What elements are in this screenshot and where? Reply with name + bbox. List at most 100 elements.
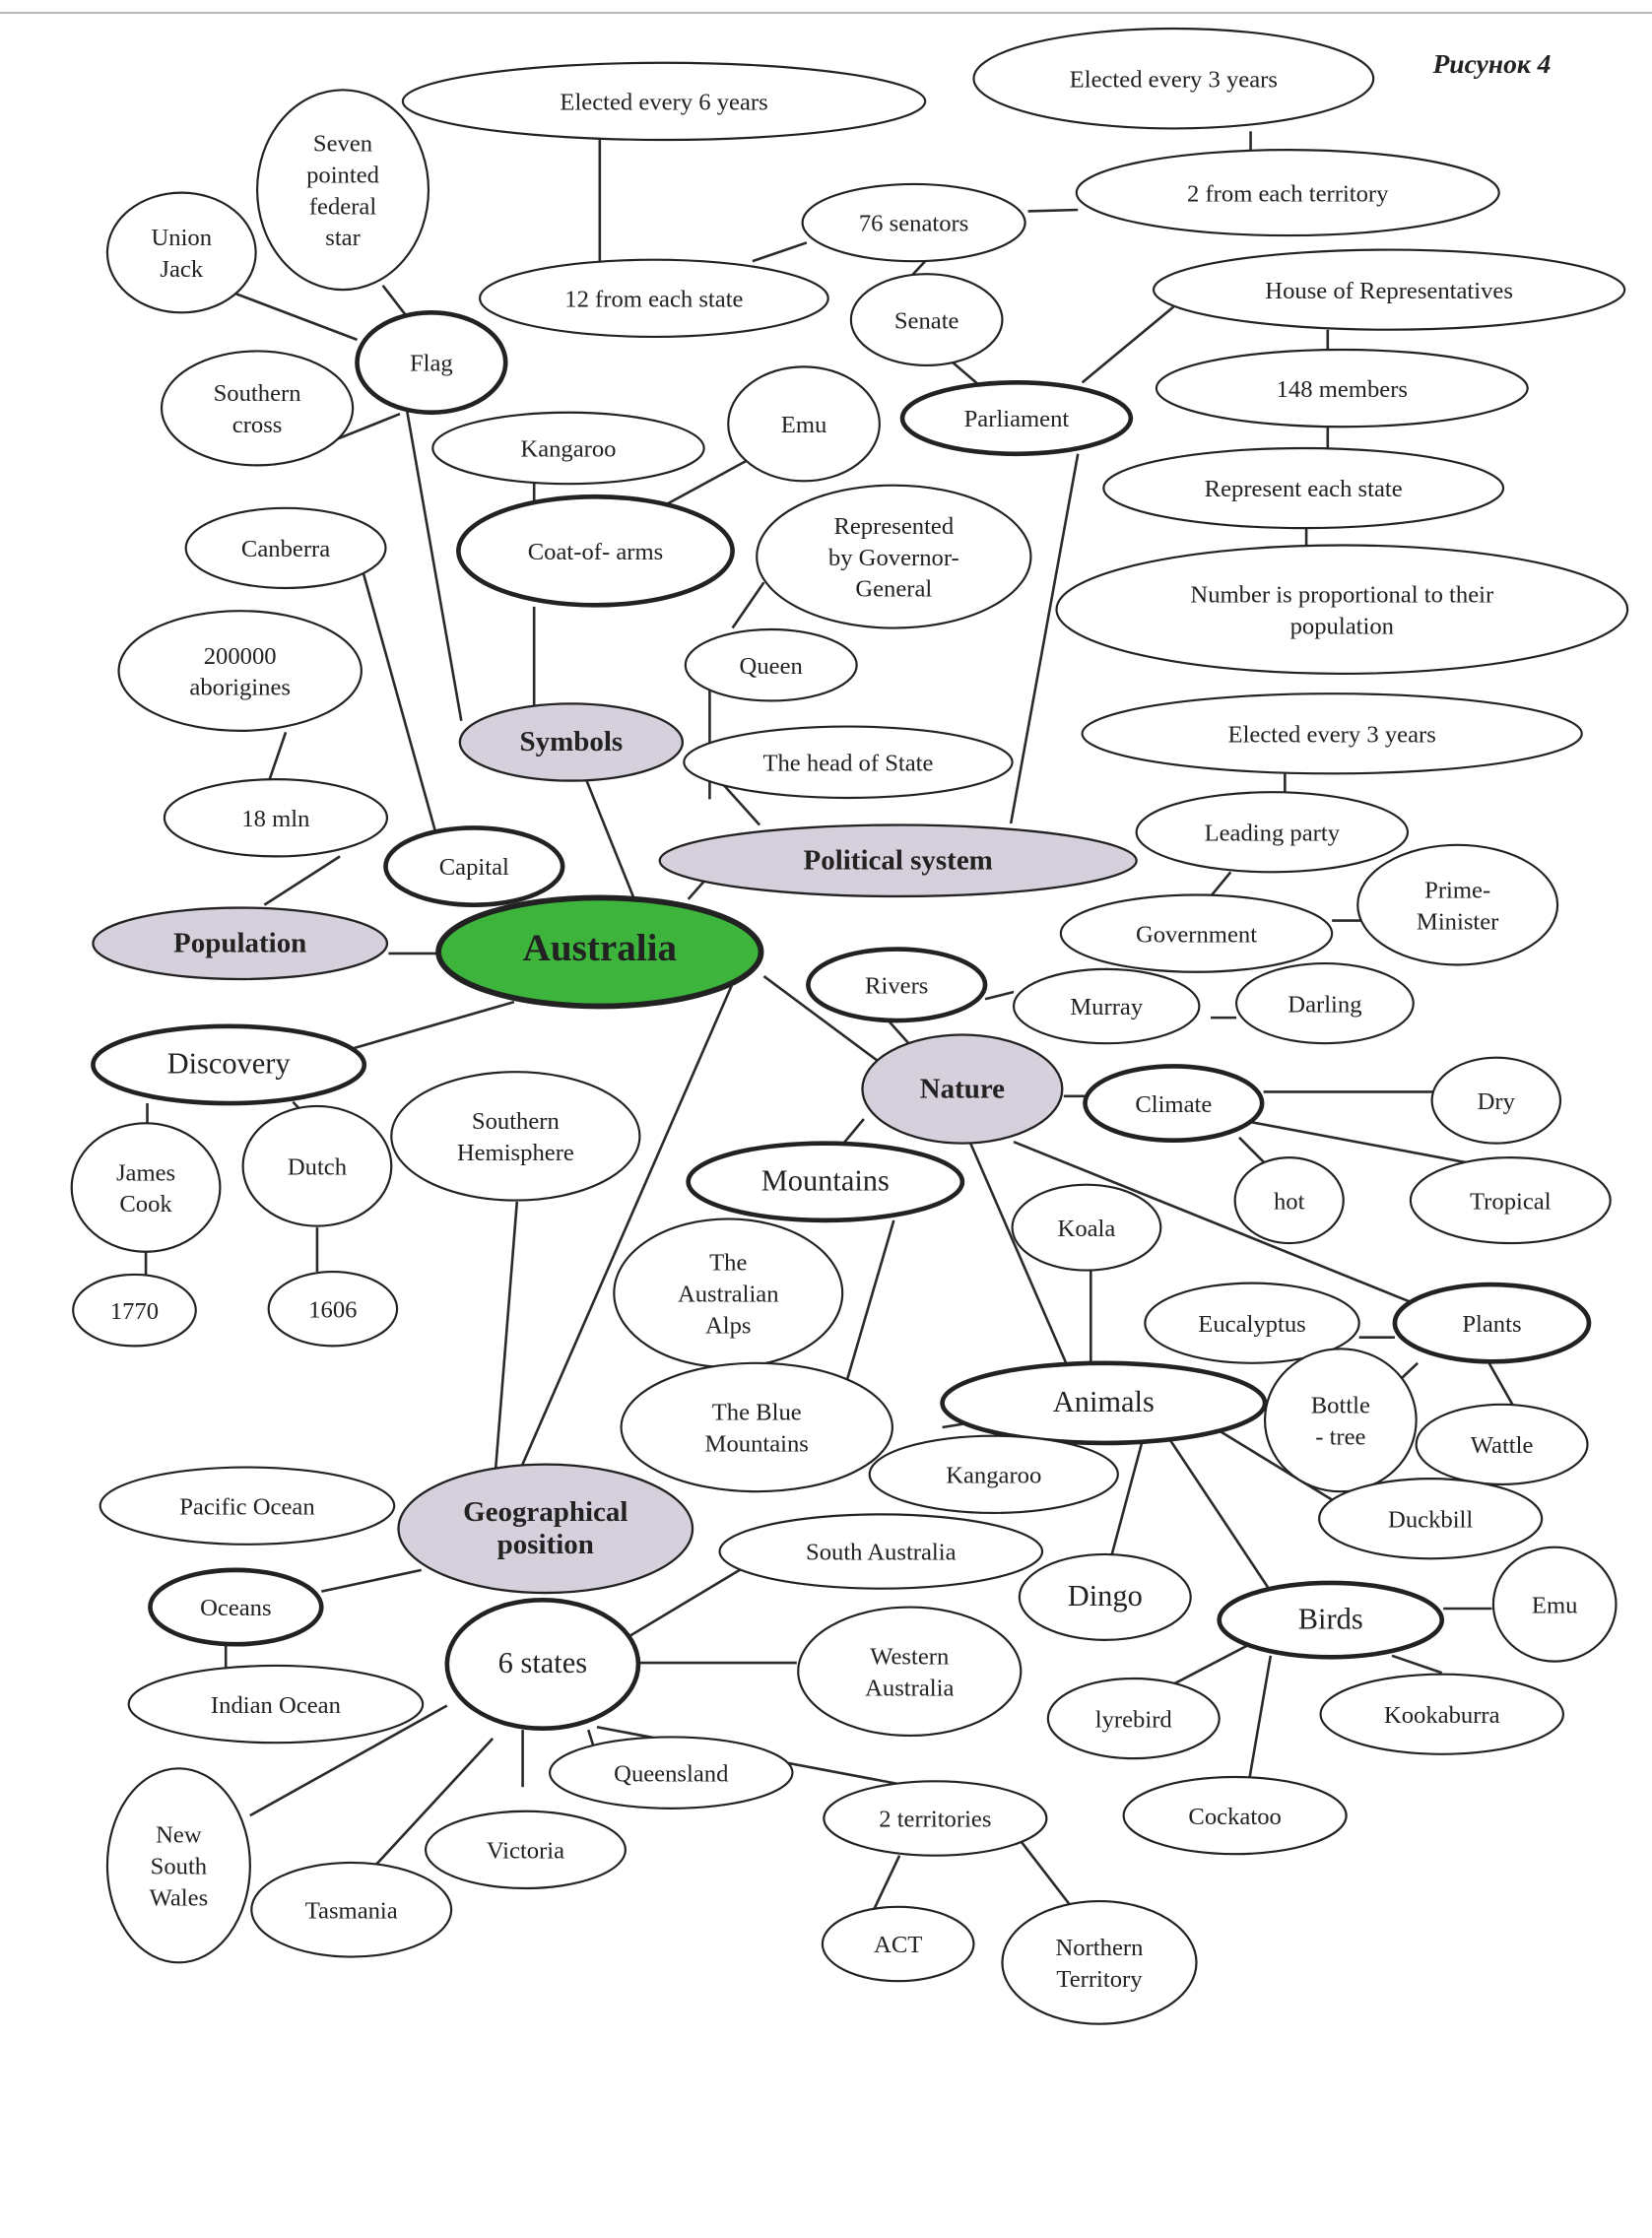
node-ellipse <box>105 191 257 314</box>
node-bottle-tree: Bottle- tree <box>1263 1348 1418 1493</box>
node-label: 1770 <box>110 1298 159 1325</box>
node-cockatoo: Cockatoo <box>1122 1775 1348 1856</box>
node-label: New <box>156 1822 202 1849</box>
node-label: Dry <box>1478 1088 1516 1115</box>
node-label: Cockatoo <box>1188 1804 1281 1830</box>
node-ellipse <box>1392 1282 1592 1364</box>
node-tasmania: Tasmania <box>250 1861 453 1958</box>
node-label: Tropical <box>1470 1188 1552 1215</box>
connector-line <box>966 1137 1070 1368</box>
connector-line <box>1027 208 1079 213</box>
node-ellipse <box>1083 1064 1265 1144</box>
node-label: lyrebird <box>1095 1706 1173 1733</box>
node-ellipse <box>727 365 881 483</box>
connector-line <box>359 560 441 849</box>
connector-line <box>1081 305 1175 384</box>
node-ellipse <box>686 1141 965 1223</box>
connector-line <box>731 581 765 629</box>
node-ellipse <box>355 310 508 416</box>
node-ellipse <box>823 1780 1048 1857</box>
node-label: Queensland <box>614 1760 729 1787</box>
node-ellipse <box>435 894 764 1010</box>
node-south-australia: South Australia <box>718 1513 1044 1590</box>
connector-line <box>494 1201 519 1471</box>
node-elected-every-3-years: Elected every 3 years <box>1081 692 1583 775</box>
node-climate: Climate <box>1083 1064 1265 1144</box>
node-ellipse <box>92 906 389 981</box>
node-ellipse <box>444 1597 641 1732</box>
node-6-states: 6 states <box>444 1597 641 1732</box>
node-ellipse <box>756 484 1032 629</box>
node-label: Australia <box>865 1675 954 1701</box>
node-label: 1606 <box>308 1296 357 1323</box>
node-label: Coat-of- arms <box>528 539 663 565</box>
connector-line <box>370 1737 495 1872</box>
node-the-head-of-state: The head of State <box>683 725 1014 800</box>
node-ellipse <box>1217 1580 1445 1660</box>
node-political-system: Political system <box>658 823 1138 898</box>
node-label: Darling <box>1288 991 1361 1018</box>
node-ellipse <box>397 1463 694 1595</box>
node-label: Parliament <box>964 406 1070 432</box>
node-ellipse <box>184 506 387 590</box>
node-label: - tree <box>1315 1423 1365 1450</box>
node-ellipse <box>72 1273 197 1348</box>
node-ellipse <box>972 27 1375 130</box>
node-label: South <box>151 1854 207 1880</box>
node-label: Dingo <box>1068 1579 1143 1613</box>
node-label: Mountains <box>761 1163 890 1197</box>
node-number-is-proportional-to-their-population: Number is proportional to theirpopulatio… <box>1055 544 1629 676</box>
node-ellipse <box>127 1664 425 1744</box>
connector-line <box>584 777 637 903</box>
node-prime-minister: Prime-Minister <box>1356 843 1559 966</box>
node-leading-party: Leading party <box>1135 791 1410 874</box>
node-label: 6 states <box>498 1646 587 1679</box>
node-dingo: Dingo <box>1018 1552 1192 1641</box>
node-rivers: Rivers <box>806 947 988 1023</box>
connector-line <box>1013 1140 1415 1305</box>
node-ellipse <box>458 702 685 782</box>
node-ellipse <box>797 1606 1023 1738</box>
node-wattle: Wattle <box>1415 1403 1589 1486</box>
node-label: Indian Ocean <box>211 1692 341 1719</box>
node-ellipse <box>1059 893 1334 973</box>
node-ellipse <box>1081 692 1583 775</box>
connector-line <box>1164 1433 1270 1588</box>
node-label: South Australia <box>806 1540 957 1566</box>
node-capital: Capital <box>383 825 565 907</box>
node-house-of-representatives: House of Representatives <box>1152 248 1626 331</box>
node-label: 76 senators <box>859 211 968 237</box>
node-ellipse <box>431 411 705 486</box>
node-australia: Australia <box>435 894 764 1010</box>
node-label: Geographical <box>463 1496 628 1528</box>
connector-line <box>948 359 981 387</box>
node-ellipse <box>718 1513 1044 1590</box>
node-label: Australia <box>523 927 677 969</box>
node-act: ACT <box>821 1905 975 1983</box>
node-ellipse <box>1234 961 1415 1045</box>
node-darling: Darling <box>1234 961 1415 1045</box>
node-kangaroo: Kangaroo <box>431 411 705 486</box>
node-label: Southern <box>472 1108 560 1135</box>
node-ellipse <box>255 89 430 292</box>
node-ellipse <box>1102 446 1505 530</box>
node-label: federal <box>309 193 377 220</box>
node-label: Elected every 3 years <box>1228 721 1436 748</box>
node-label: Climate <box>1135 1091 1212 1118</box>
connector-line <box>1391 1654 1443 1675</box>
node-ellipse <box>250 1861 453 1958</box>
node-label: Tasmania <box>305 1897 398 1924</box>
node-mountains: Mountains <box>686 1141 965 1223</box>
node-1770: 1770 <box>72 1273 197 1348</box>
connector-line <box>1213 1425 1336 1503</box>
node-2-from-each-territory: 2 from each territory <box>1075 149 1500 237</box>
node-label: Northern <box>1056 1935 1144 1961</box>
node-nature: Nature <box>861 1033 1064 1145</box>
node-ellipse <box>801 182 1026 263</box>
node-label: Australian <box>678 1281 779 1307</box>
node-victoria: Victoria <box>424 1810 628 1890</box>
connector-line <box>625 1564 748 1640</box>
